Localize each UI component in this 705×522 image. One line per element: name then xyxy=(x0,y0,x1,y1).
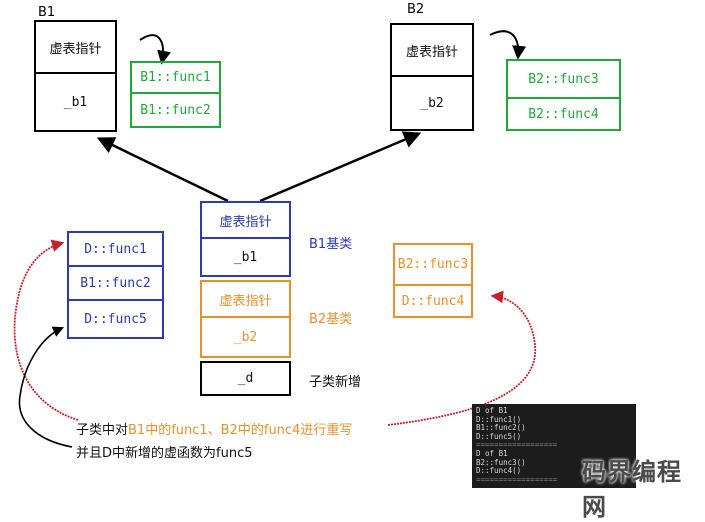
b1-class-name: B1 xyxy=(38,5,56,20)
note-line-1: 子类中对B1中的func1、B2中的func4进行重写 xyxy=(76,419,352,438)
b2-vptr-cell: 虚表指针 xyxy=(390,23,474,77)
inherit-arrow-b2 xyxy=(259,131,422,203)
console-line: D of B1 xyxy=(476,406,508,415)
inherit-arrow-b1 xyxy=(96,137,229,203)
console-line: B2::func3() xyxy=(476,457,526,467)
console-output: D of B1 D::func1() B1::func2() D::func5(… xyxy=(472,404,636,488)
d-b1-member-cell: _b1 xyxy=(200,237,291,277)
console-line: D::func4() xyxy=(476,466,522,476)
b1-vptr-arrow xyxy=(139,34,171,65)
console-line: ================== xyxy=(476,474,558,484)
b1-vtable-entry: B1::func1 xyxy=(130,61,221,94)
d-b2-vptr-cell: 虚表指针 xyxy=(200,280,291,318)
console-line: D::func5() xyxy=(476,431,522,441)
note-line-2: 并且D中新增的虚函数为func5 xyxy=(76,446,253,461)
b2-vtable-entry: B2::func3 xyxy=(506,59,621,99)
d-b1-vptr-cell: 虚表指针 xyxy=(200,201,291,239)
b2-vtable-entry: B2::func4 xyxy=(506,97,621,131)
console-line: ================== xyxy=(476,440,558,450)
console-line: B1::func2() xyxy=(476,423,526,433)
override-arrow-func1 xyxy=(13,239,79,421)
note-line-1-highlight: B1中的func1、B2中的func4进行重写 xyxy=(128,423,353,438)
d-own-member-cell: _d xyxy=(200,361,291,396)
b1-member-cell: _b1 xyxy=(34,72,117,132)
note-line-1-prefix: 子类中对 xyxy=(76,423,129,438)
console-line: D of B1 xyxy=(476,448,508,458)
console-line: D::func1() xyxy=(476,414,522,424)
derived-new-label: 子类新增 xyxy=(309,375,362,390)
b1-vtable-entry: B1::func2 xyxy=(130,92,221,128)
d-vtable-b2-entry: D::func4 xyxy=(393,284,473,318)
connector-layer xyxy=(13,30,536,448)
b1-vptr-cell: 虚表指针 xyxy=(34,20,117,74)
d-vtable-b1-entry: D::func1 xyxy=(67,231,164,267)
b1-base-label: B1基类 xyxy=(309,237,353,252)
site-watermark: 码界编程网 xyxy=(582,458,682,521)
b2-class-name: B2 xyxy=(407,2,425,17)
d-vtable-b2-entry: B2::func3 xyxy=(393,243,473,286)
b2-member-cell: _b2 xyxy=(390,75,474,131)
override-arrow-func4 xyxy=(387,290,536,426)
b2-vptr-arrow xyxy=(489,30,527,60)
new-func5-arrow xyxy=(18,326,73,448)
d-vtable-b1-entry: D::func5 xyxy=(67,299,164,339)
b2-base-label: B2基类 xyxy=(309,312,353,327)
d-b2-member-cell: _b2 xyxy=(200,316,291,358)
d-vtable-b1-entry: B1::func2 xyxy=(67,265,164,301)
